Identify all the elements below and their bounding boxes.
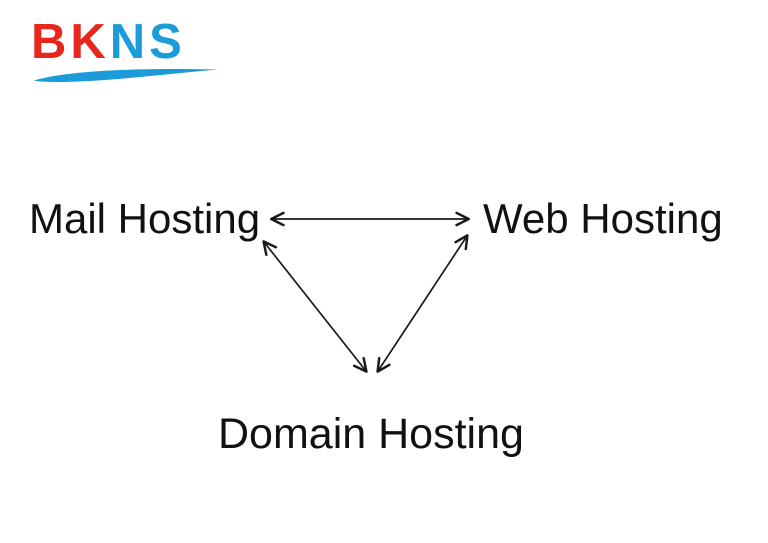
bkns-logo-text: BKNS <box>31 18 219 67</box>
logo-part-bk: BK <box>31 15 110 69</box>
edge-mail-domain <box>262 240 368 373</box>
node-domain-hosting: Domain Hosting <box>218 410 524 458</box>
node-mail-hosting: Mail Hosting <box>29 195 261 242</box>
node-web-hosting: Web Hosting <box>483 195 723 242</box>
logo-swoosh-icon <box>34 68 217 83</box>
bkns-logo: BKNS <box>31 18 219 84</box>
edge-web-domain <box>376 234 469 373</box>
logo-part-ns: NS <box>109 15 186 69</box>
